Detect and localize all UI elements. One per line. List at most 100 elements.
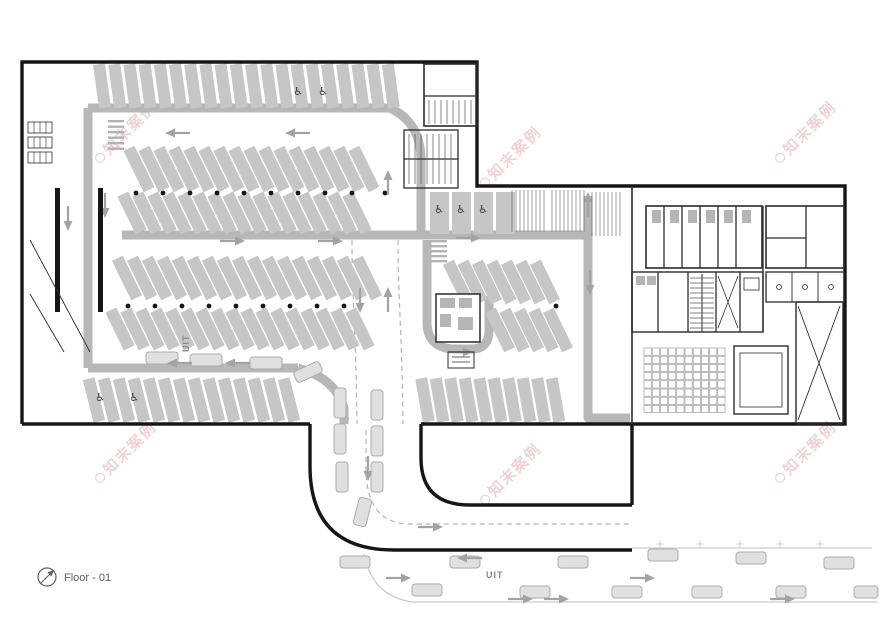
interior-walls <box>27 63 845 425</box>
parking-stall <box>168 63 188 109</box>
parking-stall <box>231 255 263 301</box>
column-dot <box>287 303 293 309</box>
washroom-fixture <box>776 284 782 290</box>
seat <box>684 405 693 413</box>
auditorium-seating-grid <box>643 347 726 413</box>
column-dot <box>160 190 166 196</box>
zebra-stripe <box>108 136 124 139</box>
seat <box>701 372 709 381</box>
direction-arrow-head <box>559 594 569 604</box>
parking-stall <box>291 255 323 301</box>
mid-furniture <box>636 276 645 285</box>
seat <box>684 355 693 364</box>
parking-stall <box>92 63 112 109</box>
parking-stall <box>260 63 279 109</box>
seat <box>701 355 709 364</box>
seat <box>701 396 709 405</box>
parking-stall <box>222 191 252 235</box>
seat <box>709 405 718 413</box>
parking-stall <box>381 63 400 109</box>
seat <box>692 347 701 356</box>
parking-stall <box>232 377 256 423</box>
parking-stall <box>240 307 270 351</box>
seat <box>651 372 660 381</box>
parking-stall <box>531 377 551 423</box>
parking-stall <box>312 191 342 235</box>
parking-stall <box>515 259 546 305</box>
seat <box>668 355 677 364</box>
parking-stall <box>111 255 143 301</box>
outline-road-outer <box>308 424 632 552</box>
direction-arrow-head <box>63 221 73 231</box>
mid-furniture <box>647 276 656 285</box>
car <box>411 583 443 597</box>
stage-inner <box>739 352 783 408</box>
handicap-icon: ♿ <box>293 86 303 98</box>
direction-arrow-head <box>645 573 655 583</box>
parking-stall <box>282 191 312 235</box>
parking-stall <box>192 191 222 235</box>
seat <box>643 396 652 405</box>
parking-stall <box>529 259 561 305</box>
mid-furniture <box>743 277 760 291</box>
washroom-dividers <box>791 272 819 302</box>
seat <box>692 388 701 397</box>
seat <box>643 405 652 413</box>
car <box>249 356 283 370</box>
direction-arrow-head <box>523 594 533 604</box>
parking-stall <box>123 63 142 109</box>
core-furniture <box>459 298 472 308</box>
parking-stall <box>315 307 345 351</box>
parking-stall <box>252 191 282 235</box>
parking-stall <box>255 307 285 351</box>
zebra-crossings <box>108 120 447 263</box>
direction-arrow-head <box>383 170 393 180</box>
parking-stall <box>516 377 537 423</box>
seat <box>668 396 677 405</box>
parking-stall <box>244 63 264 109</box>
parking-stall <box>486 259 517 305</box>
column-dot <box>187 190 193 196</box>
seat <box>692 405 701 413</box>
parking-stall <box>228 145 260 193</box>
car <box>339 555 371 569</box>
office-furniture <box>706 210 715 223</box>
wall-bar <box>55 188 60 312</box>
stair-room <box>423 63 478 127</box>
seat <box>643 347 652 356</box>
road-center-line <box>365 430 630 525</box>
parking-stall <box>127 377 151 423</box>
column-dot <box>152 303 158 309</box>
car <box>352 496 373 528</box>
direction-arrow-head <box>225 358 235 368</box>
parking-stall <box>225 307 255 351</box>
floor-label: Floor - 01 <box>64 572 111 584</box>
parking-stall <box>153 63 172 109</box>
parking-stall <box>545 377 566 423</box>
seat <box>717 405 726 413</box>
direction-arrow-head <box>333 236 343 246</box>
parking-stall <box>528 307 559 353</box>
parking-stall <box>290 63 309 109</box>
lane-guide <box>397 239 404 425</box>
parking-stall <box>276 255 308 301</box>
direction-arrow-head <box>167 358 177 368</box>
parking-stall <box>229 63 248 109</box>
office-furniture <box>670 210 679 223</box>
zebra-stripe <box>430 250 447 253</box>
watermark-logo <box>95 472 106 483</box>
seat <box>676 347 685 356</box>
parking-stall <box>513 307 545 353</box>
seat <box>668 405 677 413</box>
parking-stall <box>320 63 340 109</box>
handicap-icon: ♿ <box>95 392 105 404</box>
parking-stall <box>267 191 297 235</box>
parking-stall <box>202 377 226 423</box>
column-dot <box>553 303 559 309</box>
seat <box>692 364 701 372</box>
parking-stall <box>132 191 162 235</box>
seat <box>643 380 652 389</box>
seat <box>676 396 685 405</box>
parking-stall <box>452 192 471 234</box>
